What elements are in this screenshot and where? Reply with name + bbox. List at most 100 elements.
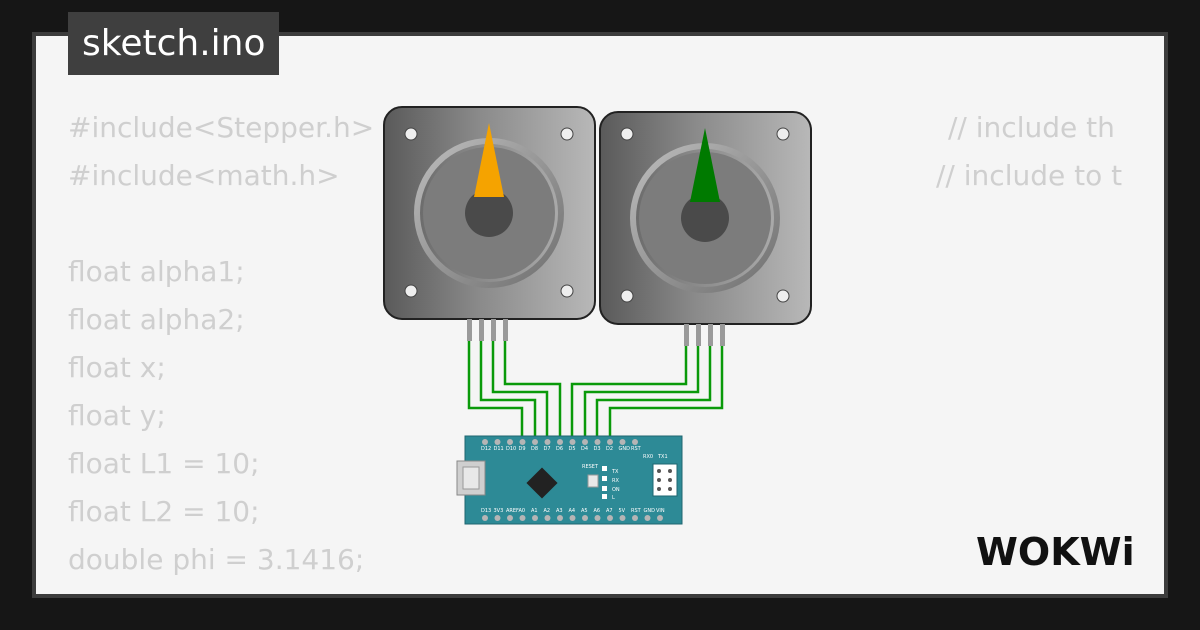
- icsp-header: [652, 463, 678, 497]
- wire: [479, 340, 537, 442]
- board-pin-label: D11: [494, 446, 504, 452]
- code-text: float alpha2;: [68, 303, 245, 336]
- board-pin: [544, 439, 551, 445]
- board-pin: [607, 515, 613, 521]
- board-pin-label: A3: [556, 508, 563, 514]
- board-pin-label: A5: [581, 508, 588, 514]
- code-line: #include<math.h> // include to t: [68, 152, 1164, 200]
- board-pin-label: D13: [481, 508, 491, 514]
- board-pin-label: A2: [544, 508, 551, 514]
- motor-screw: [560, 284, 574, 298]
- board-pin: [582, 439, 588, 445]
- board-leds: [602, 466, 607, 499]
- code-text: float K1 degree = 1.25 * (160 - ...);: [68, 591, 558, 594]
- board-pin-label: A7: [606, 508, 613, 514]
- board-pin: [607, 439, 613, 445]
- board-pin-label: D12: [481, 446, 491, 452]
- svg-text:TX1: TX1: [657, 454, 668, 460]
- board-pin: [557, 439, 563, 445]
- board-pin-label: RST: [631, 508, 642, 514]
- board-pin: [482, 515, 488, 521]
- code-line: float x;: [68, 344, 1164, 392]
- board-pin-label: AREF: [506, 508, 519, 514]
- code-text: double phi = 3.1416;: [68, 543, 365, 576]
- board-pin-label: D9: [519, 446, 526, 452]
- code-line: float alpha2;: [68, 296, 1164, 344]
- code-line: float K1 degree = 1.25 * (160 - ...);: [68, 584, 1164, 594]
- code-text: float x;: [68, 351, 166, 384]
- wires: [467, 340, 724, 442]
- board-pin-label: GND: [644, 508, 656, 514]
- board-pin-label: VIN: [656, 508, 665, 514]
- board-pin: [519, 439, 526, 445]
- file-tab[interactable]: sketch.ino: [68, 12, 280, 75]
- svg-text:RESET: RESET: [582, 464, 599, 470]
- board-pin: [594, 439, 601, 445]
- board-pin: [657, 515, 663, 521]
- board-pin: [507, 439, 513, 445]
- reset-button: [587, 474, 599, 488]
- svg-text:RX0: RX0: [643, 454, 653, 460]
- code-text: float L2 = 10;: [68, 495, 260, 528]
- motor-screw: [404, 284, 418, 298]
- code-line: float L2 = 10;: [68, 488, 1164, 536]
- board-pin: [494, 439, 501, 445]
- board-pin-label: D3: [594, 446, 601, 452]
- board-pin-label: D10: [506, 446, 516, 452]
- board-pin-label: RST: [631, 446, 642, 452]
- code-line: double phi = 3.1416;: [68, 536, 1164, 584]
- board-pin-label: A6: [594, 508, 601, 514]
- motor-needle: [690, 128, 720, 202]
- board-pin: [569, 439, 576, 445]
- board-pin: [532, 439, 538, 445]
- code-text: float L1 = 10;: [68, 447, 260, 480]
- motor-screw: [620, 127, 634, 141]
- board-pin: [632, 515, 638, 521]
- svg-text:ON: ON: [612, 487, 620, 493]
- board-pin-label: GND: [619, 446, 631, 452]
- code-comment: // include to t: [936, 159, 1123, 192]
- board-pin-label: A1: [531, 508, 538, 514]
- svg-text:L: L: [612, 495, 615, 501]
- board-pin-label: 5V: [619, 508, 626, 514]
- board-pin-label: D6: [556, 446, 563, 452]
- stepper-motor-1[interactable]: [383, 106, 596, 341]
- board-pin: [544, 515, 551, 521]
- board-pin: [582, 515, 588, 521]
- code-comment: // include th: [948, 111, 1115, 144]
- board-pin: [619, 439, 626, 445]
- board-pin: [482, 439, 488, 445]
- wire: [608, 345, 724, 442]
- wire: [595, 345, 712, 442]
- board-pin: [507, 515, 513, 521]
- wokwi-logo: WOKWi: [976, 530, 1135, 574]
- board-pin-label: D2: [606, 446, 613, 452]
- wire: [491, 340, 549, 442]
- board-pin-label: D8: [531, 446, 538, 452]
- board-pin-label: D4: [581, 446, 588, 452]
- code-text: float alpha1;: [68, 255, 245, 288]
- board-pin-label: A0: [519, 508, 526, 514]
- board-pin: [632, 439, 638, 445]
- code-text: #include<math.h>: [68, 159, 340, 192]
- wire: [503, 340, 562, 442]
- code-editor: #include<Stepper.h>// include th#include…: [68, 104, 1164, 594]
- board-pin: [532, 515, 538, 521]
- wire: [467, 340, 524, 442]
- board-pin-label: 3V3: [494, 508, 504, 514]
- board-pin: [519, 515, 526, 521]
- board-pin: [569, 515, 576, 521]
- board-pin-label: A4: [569, 508, 576, 514]
- svg-text:RX: RX: [612, 478, 619, 484]
- motor-screw: [560, 127, 574, 141]
- code-line: #include<Stepper.h>// include th: [68, 104, 1164, 152]
- motor-pins: [684, 324, 725, 346]
- motor-screw: [776, 289, 790, 303]
- board-pin: [494, 515, 501, 521]
- stepper-motor-2[interactable]: [599, 111, 812, 346]
- motor-needle: [474, 123, 504, 197]
